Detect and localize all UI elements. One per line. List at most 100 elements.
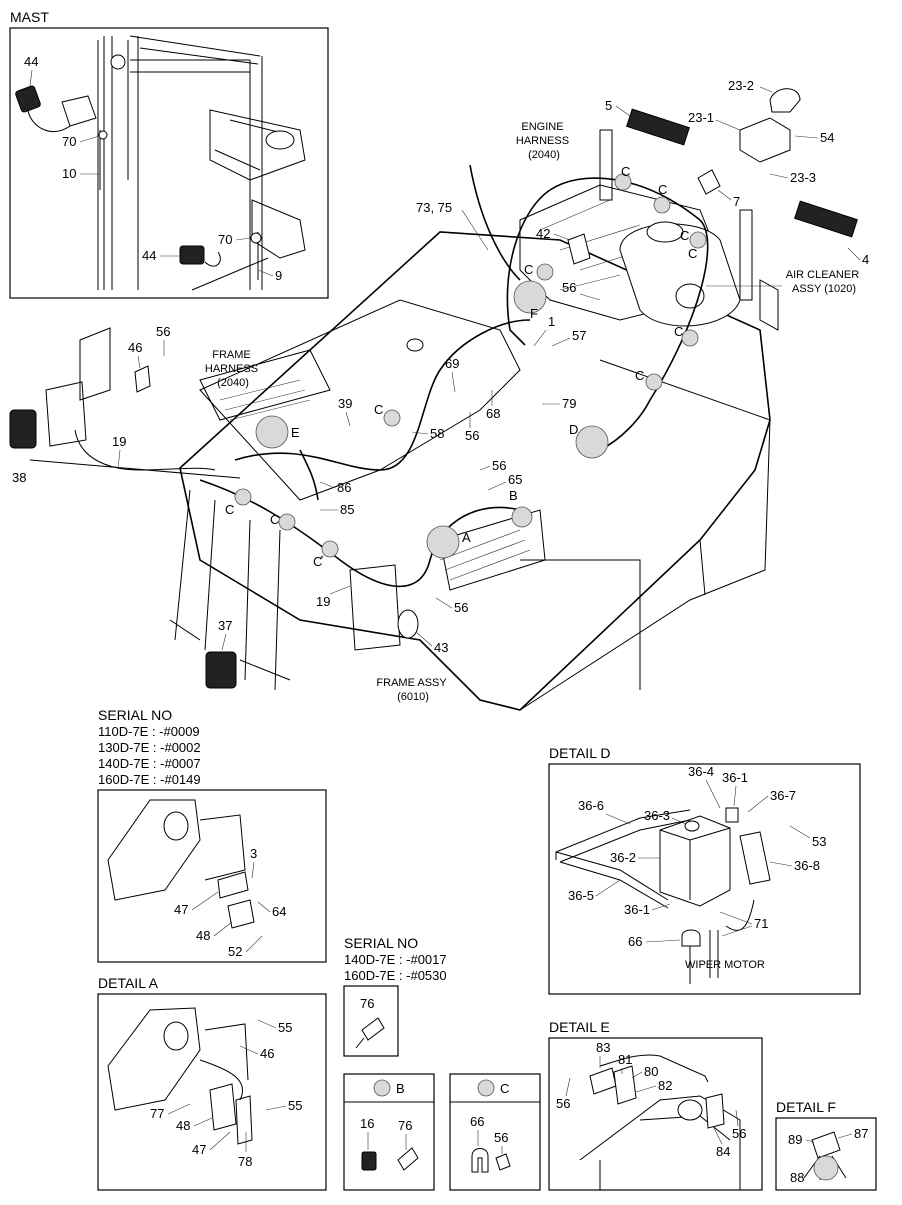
rear-guard-left [29, 327, 241, 479]
mast-clamp-70a [98, 130, 108, 140]
box-c-label: C [500, 1081, 509, 1096]
beacon-lens-23-2 [769, 88, 801, 113]
engine-harness-line: (2040) [528, 149, 560, 161]
detail-e-plate [589, 1067, 617, 1095]
detail-e-bracket-84 [705, 1093, 725, 1129]
leader [837, 1133, 853, 1139]
callout: 56 [454, 600, 468, 615]
callout: 64 [272, 904, 286, 919]
part-66-clip [471, 1148, 489, 1173]
detail-d-pump [725, 807, 739, 823]
leader [265, 1105, 287, 1111]
marker-d [575, 425, 609, 459]
leader [595, 879, 621, 897]
brackets-right [599, 129, 779, 331]
callout: 85 [340, 502, 354, 517]
frame-steps [199, 349, 546, 591]
marker-label: C [524, 262, 533, 277]
leader [461, 209, 489, 251]
serial-a-boss [163, 811, 189, 841]
leader [805, 1139, 815, 1143]
marker-label: C [225, 502, 234, 517]
callout: 82 [658, 1078, 672, 1093]
serial-a-title: SERIAL NO [98, 707, 172, 723]
leader [847, 247, 861, 261]
callout: 19 [112, 434, 126, 449]
lamp-5 [626, 108, 690, 146]
lamp-4 [794, 200, 858, 238]
callout: 36-8 [794, 858, 820, 873]
leader [29, 69, 33, 87]
detail-a-boss [163, 1021, 189, 1051]
serial-b-frame [343, 985, 399, 1057]
air-cleaner-label: AIR CLEANER ASSY (1020) [786, 269, 862, 295]
serial-b-line: 140D-7E : -#0017 [344, 952, 447, 967]
callout: 47 [192, 1142, 206, 1157]
mast-clamp-70b [250, 232, 262, 244]
leader [251, 861, 255, 879]
box-c-frame [449, 1073, 541, 1191]
detail-d-panel: DETAIL D 36-4 36-1 36-6 36-3 36-7 53 36-… [548, 745, 861, 995]
mast-wires [27, 109, 269, 291]
detail-e-relay [613, 1065, 637, 1105]
marker-label: C [270, 512, 279, 527]
detail-d-motor-wires [709, 899, 755, 978]
serial-a-block [227, 899, 255, 929]
callout: 43 [434, 640, 448, 655]
leader [345, 411, 351, 427]
callout: 77 [150, 1106, 164, 1121]
detail-f-title: DETAIL F [776, 1099, 836, 1115]
callout: 78 [238, 1154, 252, 1169]
callout: 71 [754, 916, 768, 931]
marker-c [645, 373, 663, 391]
callout: 48 [176, 1118, 190, 1133]
leader [635, 1085, 657, 1093]
serial-a-plate [217, 871, 249, 899]
part-76-wire [355, 1037, 365, 1049]
callout: 36-6 [578, 798, 604, 813]
leader [137, 355, 141, 369]
leader [235, 237, 251, 241]
marker-c [234, 488, 252, 506]
callout: 5 [605, 98, 612, 113]
leader [794, 135, 819, 139]
callout: 36-7 [770, 788, 796, 803]
serial-b-title: SERIAL NO [344, 935, 418, 951]
leader [167, 1103, 191, 1115]
air-cleaner-cap [646, 221, 684, 243]
box-b-panel: B 16 76 [343, 1073, 435, 1191]
part-56-bolt [495, 1153, 511, 1171]
detail-d-tube [555, 809, 691, 909]
leader [715, 119, 741, 131]
lamp-38 [9, 409, 37, 449]
frame-harness-label: FRAME HARNESS (2040) [205, 349, 261, 389]
leader [735, 1109, 739, 1127]
callout: 23-1 [688, 110, 714, 125]
leader [747, 795, 769, 813]
leader [713, 1127, 723, 1145]
mirror-assembly [349, 564, 401, 651]
detail-d-cap [684, 820, 700, 832]
leader [117, 449, 121, 469]
leader [479, 465, 491, 471]
detail-d-frame [548, 763, 861, 995]
marker-label: C [680, 228, 689, 243]
leader [451, 371, 456, 393]
leader [651, 903, 671, 911]
mast-upright-left [97, 36, 113, 290]
leader [79, 135, 100, 143]
callout: 88 [790, 1170, 804, 1185]
mast-lower-bracket [251, 199, 306, 259]
box-b-marker [373, 1079, 391, 1097]
detail-e-title: DETAIL E [549, 1019, 610, 1035]
callout: 36-3 [644, 808, 670, 823]
part-16 [361, 1151, 377, 1171]
leader [631, 1071, 643, 1079]
leader [487, 481, 507, 491]
callout: 44 [24, 54, 38, 69]
callout: 84 [716, 1144, 730, 1159]
callout: 58 [430, 426, 444, 441]
callout: 52 [228, 944, 242, 959]
leader [209, 1131, 231, 1151]
callout: 23-3 [790, 170, 816, 185]
